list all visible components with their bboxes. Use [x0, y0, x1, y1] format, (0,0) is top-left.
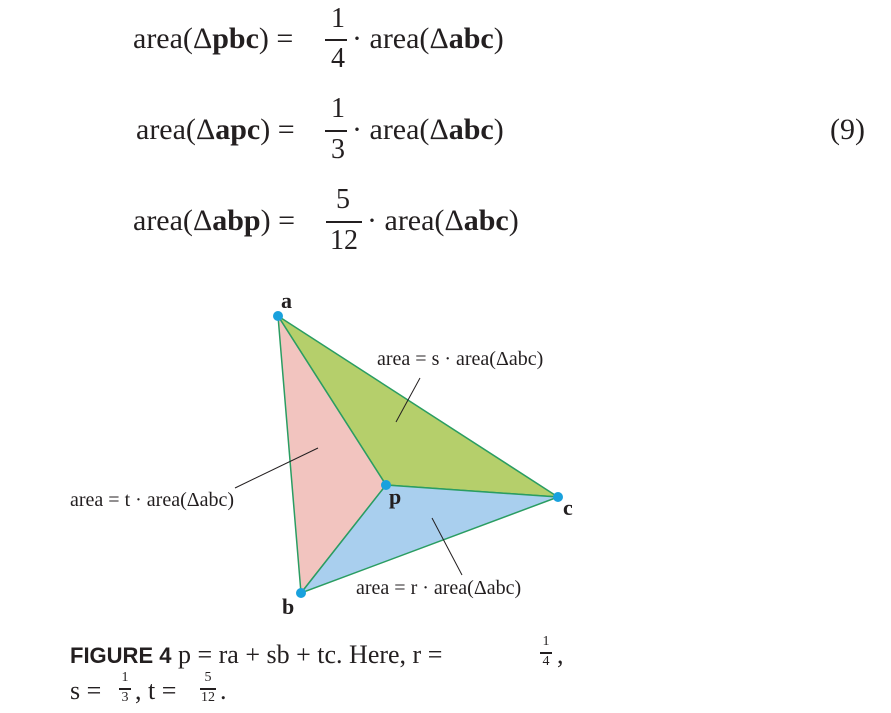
caption-r-numerator: 1 — [542, 634, 550, 649]
equation-1-fraction-bar — [325, 39, 347, 41]
leader-line-t — [234, 447, 319, 489]
caption-r-fraction-bar — [540, 652, 552, 654]
equation-1-lhs: area(Δpbc) = — [133, 22, 294, 55]
equation-2-lhs: area(Δapc) = — [136, 113, 295, 146]
equation-1-numerator: 1 — [331, 3, 345, 34]
equation-2-numerator: 1 — [331, 93, 345, 124]
caption-s-prefix: s = — [70, 676, 102, 705]
caption-r-denominator: 4 — [542, 654, 550, 669]
equation-2-fraction-bar — [325, 130, 347, 132]
caption-text: p = ra + sb + tc. Here, r = — [177, 640, 443, 669]
leader-line-s — [395, 377, 421, 423]
caption-t-denominator: 12 — [201, 690, 215, 705]
caption-period: . — [220, 676, 227, 705]
caption-t-numerator: 5 — [204, 670, 212, 685]
vertex-b-dot — [296, 588, 306, 598]
vertex-c-dot — [553, 492, 563, 502]
vertex-b-label: b — [282, 594, 295, 619]
equation-2-denominator: 3 — [331, 134, 345, 165]
equation-number: (9) — [830, 113, 865, 146]
caption-s-denominator: 3 — [121, 690, 129, 705]
vertex-a-dot — [273, 311, 283, 321]
equation-1-rhs: · area(Δabc) — [352, 22, 504, 55]
vertex-c-label: c — [563, 495, 573, 520]
area-s-label: area = s · area(Δabc) — [377, 348, 544, 370]
equation-2-rhs: · area(Δabc) — [352, 113, 504, 146]
caption-s-numerator: 1 — [121, 670, 129, 685]
area-t-label: area = t · area(Δabc) — [70, 489, 235, 511]
vertex-p-dot — [381, 480, 391, 490]
vertex-p-label: p — [389, 484, 402, 509]
caption-t-fraction-bar — [200, 688, 216, 690]
equation-1-denominator: 4 — [331, 43, 345, 74]
equation-3-numerator: 5 — [336, 184, 350, 215]
equation-3-fraction-bar — [326, 221, 362, 223]
figure-label: FIGURE 4 — [70, 643, 172, 668]
caption-comma: , — [557, 640, 564, 669]
area-r-label: area = r · area(Δabc) — [356, 577, 522, 599]
caption-t-prefix: , t = — [135, 676, 177, 705]
equation-3-rhs: · area(Δabc) — [367, 204, 519, 237]
equation-3-denominator: 12 — [330, 225, 358, 256]
equation-3-lhs: area(Δabp) = — [133, 204, 296, 237]
caption-s-fraction-bar — [119, 688, 131, 690]
figure-caption-line1: FIGURE 4 p = ra + sb + tc. Here, r = — [70, 640, 442, 670]
leader-line-r — [431, 517, 463, 576]
vertex-a-label: a — [281, 288, 292, 313]
region-pbc-blue — [298, 484, 559, 595]
